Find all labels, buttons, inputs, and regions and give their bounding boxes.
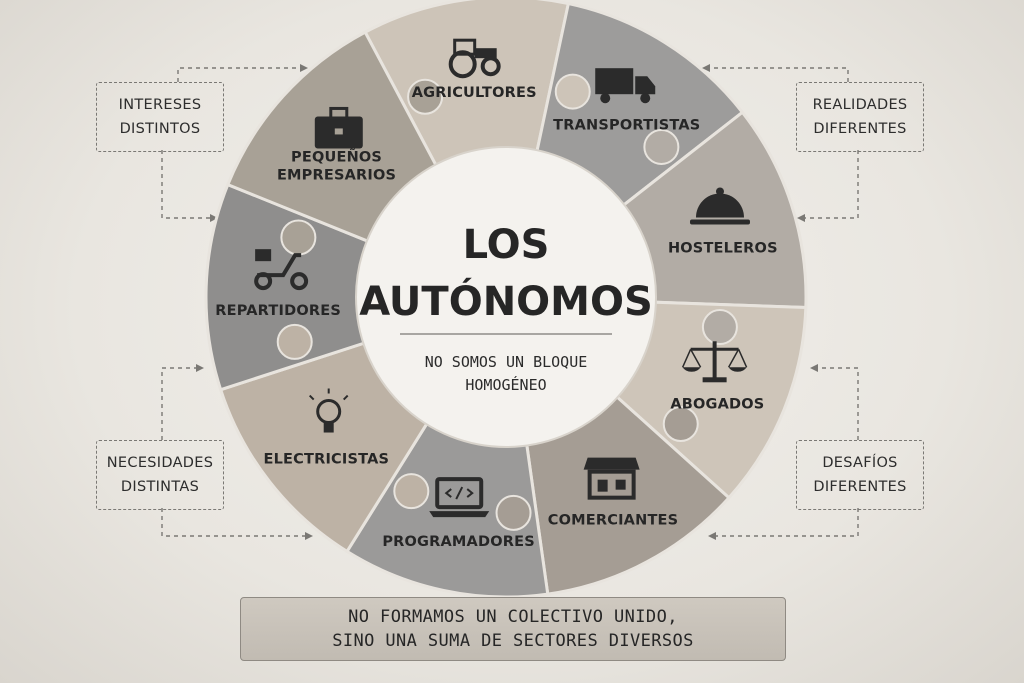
note-line: DIFERENTES xyxy=(813,121,907,137)
arrowhead-icon xyxy=(708,532,716,540)
banner-line-1: NO FORMAMOS UN COLECTIVO UNIDO, xyxy=(348,607,678,627)
arrowhead-icon xyxy=(300,64,308,72)
puzzle-knob xyxy=(554,73,591,110)
note-line: DISTINTAS xyxy=(120,479,200,495)
segment-label: REPARTIDORES xyxy=(215,303,341,319)
segment-label: HOSTELEROS xyxy=(668,241,778,257)
note-line: DIFERENTES xyxy=(813,479,907,495)
note-line: INTERESES xyxy=(118,97,202,113)
note-necesidades-distintas: NECESIDADES DISTINTAS xyxy=(96,440,224,510)
puzzle-knob xyxy=(643,128,680,165)
puzzle-knob xyxy=(662,405,699,442)
segment-label: ABOGADOS xyxy=(670,396,764,412)
arrowhead-icon xyxy=(810,364,818,372)
laptop-code-icon xyxy=(429,477,490,518)
puzzle-knob xyxy=(701,309,738,346)
note-line: DISTINTOS xyxy=(119,121,201,137)
title-line-2: AUTÓNOMOS xyxy=(359,277,653,325)
connector-top-left-down xyxy=(161,150,210,219)
puzzle-knob xyxy=(407,78,444,115)
note-line: DESAFÍOS xyxy=(822,455,898,471)
connector-bottom-right-down xyxy=(716,508,859,537)
conclusion-banner: NO FORMAMOS UN COLECTIVO UNIDO, SINO UNA… xyxy=(240,597,786,661)
lightbulb-icon xyxy=(308,388,349,433)
center-disc xyxy=(355,146,657,448)
banner-line-2: SINO UNA SUMA DE SECTORES DIVERSOS xyxy=(332,631,694,651)
note-desafios-diferentes: DESAFÍOS DIFERENTES xyxy=(796,440,924,510)
note-realidades-diferentes: REALIDADES DIFERENTES xyxy=(796,82,924,152)
truck-icon xyxy=(595,68,656,104)
arrowhead-icon xyxy=(210,214,218,222)
connector-top-right-down xyxy=(805,150,859,219)
segment-label: PEQUEÑOS xyxy=(291,148,382,165)
scooter-icon xyxy=(254,249,309,291)
segment-label: AGRICULTORES xyxy=(412,85,537,101)
segment-label: TRANSPORTISTAS xyxy=(553,118,700,134)
note-line: REALIDADES xyxy=(812,97,908,113)
connector-top-right-up xyxy=(710,67,849,82)
connector-bottom-left-up xyxy=(161,367,196,440)
title-line-1: LOS xyxy=(463,222,550,268)
subtitle-line-2: HOMOGÉNEO xyxy=(465,375,546,394)
puzzle-knob xyxy=(280,219,317,256)
arrowhead-icon xyxy=(305,532,313,540)
connector-arrowheads xyxy=(196,64,818,540)
segment-label: EMPRESARIOS xyxy=(277,167,396,183)
connector-bottom-right-up xyxy=(818,367,859,440)
segment-label: COMERCIANTES xyxy=(548,512,679,528)
arrowhead-icon xyxy=(702,64,710,72)
note-line: NECESIDADES xyxy=(106,455,214,471)
note-intereses-distintos: INTERESES DISTINTOS xyxy=(96,82,224,152)
dashed-connectors xyxy=(161,67,859,537)
segment-label: ELECTRICISTAS xyxy=(264,451,390,467)
connector-bottom-left-down xyxy=(161,508,305,537)
arrowhead-icon xyxy=(797,214,805,222)
segment-label: PROGRAMADORES xyxy=(382,534,535,550)
connector-top-left-up xyxy=(177,67,300,82)
puzzle-knob xyxy=(393,473,430,510)
briefcase-icon xyxy=(314,106,363,149)
storefront-icon xyxy=(583,457,640,500)
tractor-icon xyxy=(448,38,501,79)
subtitle-line-1: NO SOMOS UN BLOQUE xyxy=(425,353,588,371)
scales-icon xyxy=(681,341,748,383)
puzzle-knob xyxy=(276,323,313,360)
puzzle-knob xyxy=(495,494,532,531)
arrowhead-icon xyxy=(196,364,204,372)
cloche-icon xyxy=(689,187,750,225)
